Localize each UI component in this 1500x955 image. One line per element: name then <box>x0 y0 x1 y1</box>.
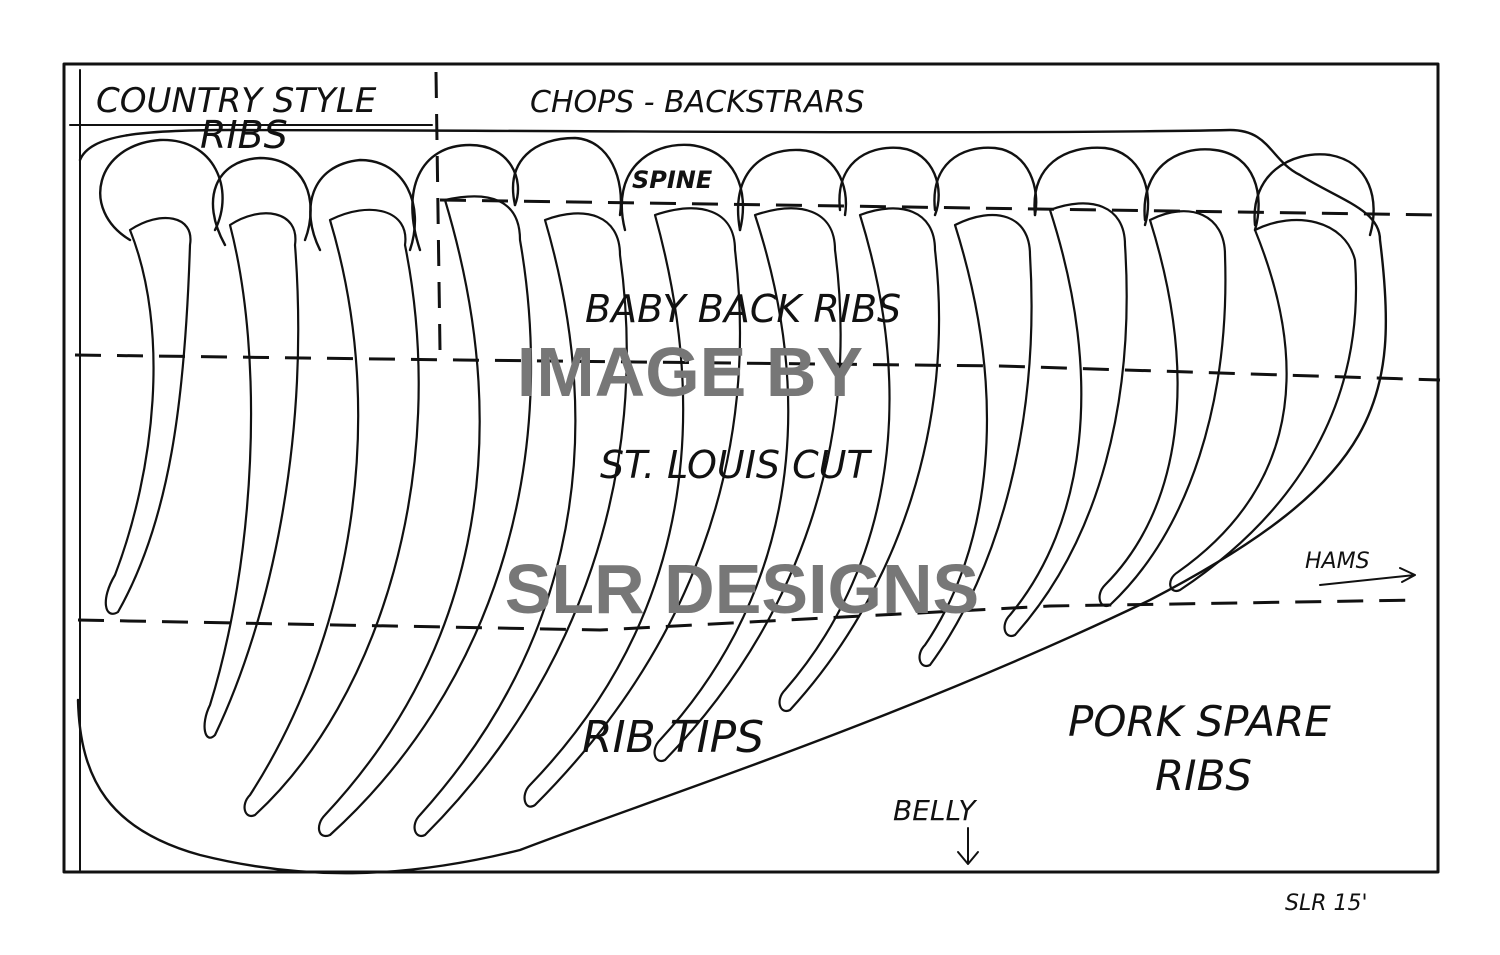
rib <box>413 212 628 838</box>
vertebra <box>1143 148 1260 232</box>
rib-bones <box>104 195 1358 838</box>
rib <box>918 213 1033 668</box>
rib <box>1098 210 1227 608</box>
artist-signature: SLR 15' <box>1285 891 1368 916</box>
cut-line-st-louis <box>77 598 1421 632</box>
watermark-line2: SLR DESIGNS <box>505 550 980 628</box>
pork-spare-label-line1: PORK SPARE <box>1068 697 1331 746</box>
cut-line-baby-back <box>74 353 1441 382</box>
hams-label: HAMS <box>1305 549 1370 574</box>
country-style-divider <box>434 71 442 351</box>
vertebra <box>620 143 745 232</box>
vertebra <box>736 148 848 232</box>
country-style-label-line1: COUNTRY STYLE <box>96 81 377 121</box>
rib <box>653 207 842 763</box>
vertebra <box>933 146 1038 217</box>
rib <box>243 208 420 818</box>
spine-vertebrae <box>99 136 1375 252</box>
rib <box>523 207 741 808</box>
rib <box>778 207 941 713</box>
rib <box>1169 218 1358 593</box>
watermark-line1: IMAGE BY <box>517 333 863 411</box>
vertebra <box>411 143 520 252</box>
vertebra <box>309 158 417 252</box>
vertebra <box>211 156 312 247</box>
pork-spare-label-line2: RIBS <box>1155 751 1252 800</box>
rib <box>104 216 192 615</box>
country-style-label-line2: RIBS <box>200 113 288 157</box>
frame-border <box>62 62 1440 874</box>
rib <box>203 212 300 739</box>
st-louis-label: ST. LOUIS CUT <box>600 443 872 487</box>
cut-line-chops <box>439 198 1441 217</box>
vertebra <box>838 146 940 217</box>
belly-label: BELLY <box>893 794 977 827</box>
rib-tips-label: RIB TIPS <box>582 712 764 763</box>
baby-back-label: BABY BACK RIBS <box>585 287 901 331</box>
vertebra <box>99 138 224 242</box>
rib <box>317 195 533 838</box>
spine-label: SPINE <box>632 166 713 194</box>
vertebra <box>511 136 623 217</box>
rib <box>1003 202 1128 638</box>
belly-arrow <box>957 827 979 865</box>
hams-arrow <box>1319 567 1416 586</box>
chops-label: CHOPS - BACKSTRARS <box>530 85 865 120</box>
vertebra <box>1253 153 1375 237</box>
rack-outline <box>76 128 1388 875</box>
